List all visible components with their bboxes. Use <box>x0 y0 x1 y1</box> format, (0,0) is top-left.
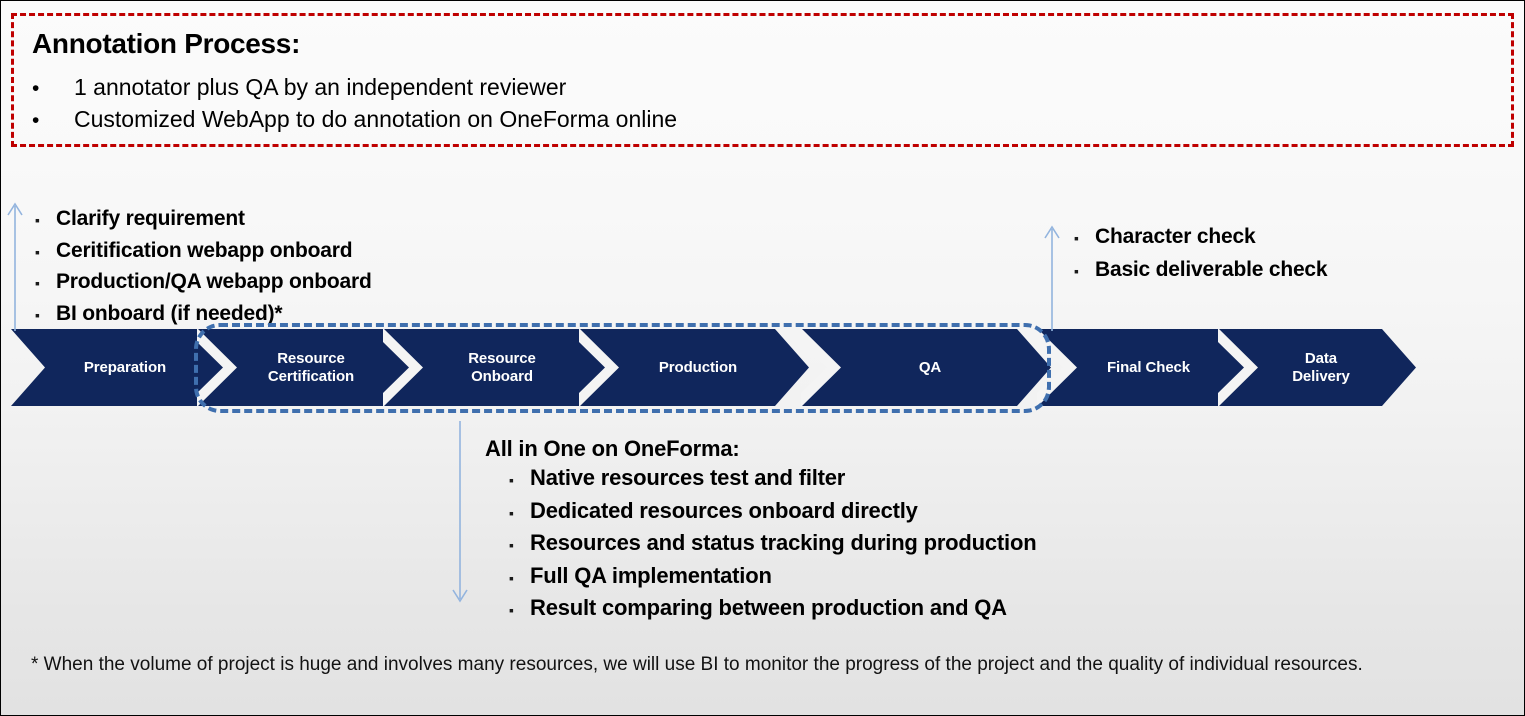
list-item: ▪ Production/QA webapp onboard <box>35 267 455 299</box>
oneforma-callout: All in One on OneForma: ▪ Native resourc… <box>485 434 1065 626</box>
list-item-label: Dedicated resources onboard directly <box>530 497 918 523</box>
page-title: Annotation Process: <box>32 28 301 59</box>
square-bullet-icon: ▪ <box>35 243 40 260</box>
list-item: ▪ Full QA implementation <box>485 561 1065 594</box>
square-bullet-icon: ▪ <box>509 537 514 553</box>
list-item-label: BI onboard (if needed)* <box>56 301 283 325</box>
square-bullet-icon: ▪ <box>1074 263 1079 279</box>
list-item: ▪ Native resources test and filter <box>485 463 1065 496</box>
square-bullet-icon: ▪ <box>509 602 514 618</box>
bullet-dot-icon: • <box>32 109 40 132</box>
list-item: ▪ Character check <box>1074 221 1474 254</box>
process-step-label-line1: Data <box>1304 349 1338 367</box>
square-bullet-icon: ▪ <box>509 569 514 586</box>
list-item-label: Ceritification webapp onboard <box>56 238 353 262</box>
process-step-label-line1: Resource <box>468 349 536 367</box>
process-step-qa[interactable]: QA <box>801 329 1051 406</box>
process-step-label-line2: Certification <box>267 367 355 385</box>
header-bullet-item: • Customized WebApp to do annotation on … <box>32 106 677 133</box>
list-item: ▪ Clarify requirement <box>35 204 455 236</box>
process-step-production[interactable]: Production <box>579 329 809 406</box>
process-step-label-line1: Production <box>658 358 738 376</box>
square-bullet-icon: ▪ <box>1074 230 1079 246</box>
process-flow: Preparation Resource Certification Resou… <box>11 329 1416 406</box>
square-bullet-icon: ▪ <box>35 275 40 291</box>
process-step-label-line1: Final Check <box>1106 358 1191 376</box>
process-step-label-line2: Onboard <box>471 367 533 385</box>
process-step-label-line1: Preparation <box>83 358 167 376</box>
footnote: * When the volume of project is huge and… <box>31 654 1363 675</box>
final-check-notes-list: ▪ Character check ▪ Basic deliverable ch… <box>1074 221 1474 287</box>
list-item-label: Resources and status tracking during pro… <box>530 530 1037 555</box>
arrow-up-right-icon <box>1044 225 1060 331</box>
square-bullet-icon: ▪ <box>35 212 40 228</box>
preparation-notes-list: ▪ Clarify requirement ▪ Ceritification w… <box>35 204 455 330</box>
process-step-label-line1: Resource <box>277 349 345 367</box>
list-item: ▪ Resources and status tracking during p… <box>485 528 1065 561</box>
list-item: ▪ Basic deliverable check <box>1074 254 1474 287</box>
list-item: ▪ Dedicated resources onboard directly <box>485 496 1065 529</box>
list-item: ▪ BI onboard (if needed)* <box>35 299 455 331</box>
process-step-label-line2: Delivery <box>1292 367 1350 385</box>
process-step-resource-onboard[interactable]: Resource Onboard <box>383 329 613 406</box>
header-bullet-item: • 1 annotator plus QA by an independent … <box>32 74 566 101</box>
arrow-down-middle-icon <box>452 421 468 603</box>
list-item-label: Native resources test and filter <box>530 465 846 490</box>
list-item-label: Basic deliverable check <box>1095 258 1328 281</box>
list-item: ▪ Result comparing between production an… <box>485 593 1065 626</box>
square-bullet-icon: ▪ <box>509 504 514 521</box>
list-item-label: Clarify requirement <box>56 207 245 230</box>
header-bullet-label: Customized WebApp to do annotation on On… <box>74 106 678 132</box>
callout-title: All in One on OneForma: <box>485 436 740 461</box>
header-bullet-label: 1 annotator plus QA by an independent re… <box>74 74 567 100</box>
square-bullet-icon: ▪ <box>509 472 514 488</box>
arrow-up-left-icon <box>7 202 23 331</box>
square-bullet-icon: ▪ <box>35 306 40 323</box>
list-item-label: Full QA implementation <box>530 562 772 588</box>
list-item-label: Result comparing between production and … <box>530 595 1007 620</box>
list-item-label: Character check <box>1095 225 1256 248</box>
list-item: ▪ Ceritification webapp onboard <box>35 236 455 268</box>
process-step-label-line1: QA <box>918 358 942 376</box>
process-step-final-check[interactable]: Final Check <box>1037 329 1252 406</box>
annotation-process-box: Annotation Process: • 1 annotator plus Q… <box>11 13 1514 147</box>
process-step-preparation[interactable]: Preparation <box>11 329 231 406</box>
bullet-dot-icon: • <box>32 77 40 100</box>
list-item-label: Production/QA webapp onboard <box>56 270 372 293</box>
